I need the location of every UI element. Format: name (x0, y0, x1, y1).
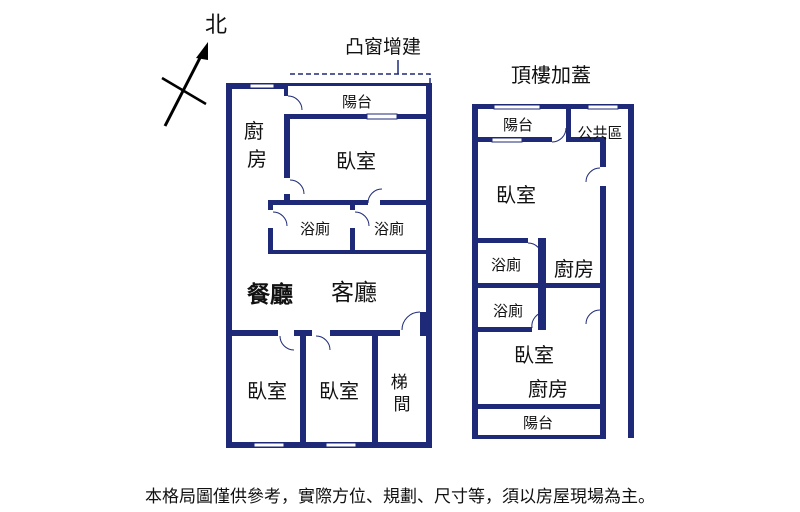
door-swing (531, 311, 547, 329)
bay-window-label: 凸窗增建 (345, 36, 421, 58)
room-label-bedroom-top-rooftop: 臥室 (496, 183, 536, 207)
floor-plan: 北 凸窗增建 (161, 13, 634, 448)
window (587, 104, 619, 110)
room-label-kitchen-line-2: 房 (247, 147, 267, 171)
wall (226, 83, 232, 448)
wall (284, 114, 290, 178)
wall (472, 435, 606, 439)
door-swing (354, 211, 370, 227)
wall (600, 186, 606, 438)
door-swing (315, 335, 331, 351)
window (325, 442, 357, 448)
room-label-bedroom-bottom-left: 臥室 (247, 379, 287, 403)
compass-cross-line (161, 76, 207, 106)
wall (268, 250, 432, 254)
wall (372, 336, 378, 446)
wall (284, 86, 288, 96)
room-label-public-area: 公共區 (577, 124, 622, 142)
wall (330, 330, 400, 336)
window (249, 83, 275, 89)
wall (566, 137, 606, 142)
wall (426, 83, 432, 448)
room-label-bathroom-1: 浴廁 (300, 220, 330, 238)
door-swing (287, 95, 303, 111)
wall (226, 330, 278, 336)
rooftop-title: 頂樓加蓋 (511, 63, 591, 87)
wall (284, 194, 290, 200)
wall (300, 336, 306, 446)
door-swing (279, 335, 295, 351)
wall (268, 200, 273, 210)
door-swing (585, 309, 601, 325)
wall (472, 327, 532, 332)
wall (472, 104, 478, 438)
room-label-kitchen-line-1: 廚 (244, 119, 264, 143)
compass-arrow-head (196, 42, 208, 60)
window (491, 137, 523, 143)
wall (600, 137, 606, 167)
door-swing (367, 188, 383, 204)
wall (472, 104, 632, 109)
room-label-bathroom-2: 浴廁 (374, 220, 404, 238)
room-label-balcony-top: 陽台 (503, 116, 533, 134)
door-swing (551, 127, 567, 143)
compass: 北 (161, 13, 227, 127)
wall (380, 200, 432, 205)
room-label-kitchen-rooftop-2: 廚房 (528, 377, 568, 401)
door-swing (585, 167, 601, 183)
room-label-bedroom-bottom-mid: 臥室 (319, 379, 359, 403)
wall (288, 83, 428, 86)
room-label-balcony: 陽台 (342, 93, 372, 111)
room-label-dining: 餐廳 (247, 281, 293, 308)
window (493, 104, 541, 110)
rooftop-plan: 頂樓加蓋 陽台 公共區 臥室 浴廁 廚房 (472, 63, 634, 439)
room-label-stairs-line-2: 間 (394, 395, 411, 415)
wall (538, 288, 546, 330)
wall (538, 238, 546, 286)
room-label-bedroom-bottom-rooftop: 臥室 (514, 343, 554, 367)
wall (566, 104, 571, 142)
wall (268, 228, 273, 252)
window (366, 113, 398, 120)
compass-north-label: 北 (205, 13, 227, 38)
room-label-bedroom-top: 臥室 (336, 149, 376, 173)
room-label-living: 客廳 (331, 280, 377, 306)
window (253, 442, 285, 448)
wall (472, 404, 606, 409)
bay-window-outline (290, 73, 431, 112)
wall (350, 228, 355, 252)
door-swing (527, 242, 543, 258)
room-label-stairs: 梯 間 (391, 373, 413, 415)
room-label-balcony-bottom: 陽台 (523, 414, 553, 432)
room-label-bathroom-rooftop-1: 浴廁 (491, 256, 521, 274)
wall (420, 312, 426, 336)
room-label-bathroom-rooftop-2: 浴廁 (493, 302, 523, 320)
wall (294, 330, 312, 336)
main-unit-plan: 凸窗增建 (226, 36, 432, 448)
door-swing (272, 211, 288, 227)
wall (268, 200, 368, 205)
disclaimer-text: 本格局圖僅供參考，實際方位、規劃、尺寸等，須以房屋現場為主。 (145, 487, 655, 507)
wall (472, 238, 528, 243)
compass-arrow-shaft (163, 51, 205, 127)
wall (628, 104, 634, 438)
room-label-kitchen-rooftop-1: 廚房 (554, 257, 594, 281)
room-label-kitchen: 廚 房 (244, 119, 270, 171)
wall (350, 200, 355, 210)
room-label-stairs-line-1: 梯 (391, 373, 408, 393)
door-swing (401, 311, 421, 331)
door-swing (289, 179, 305, 195)
wall (472, 283, 606, 288)
wall (284, 114, 432, 119)
